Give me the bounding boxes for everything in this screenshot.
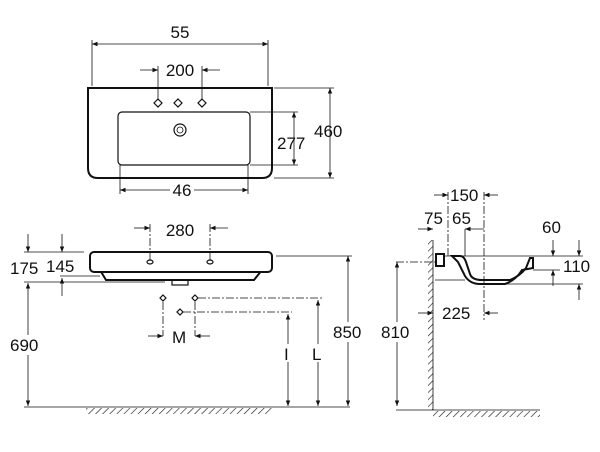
dim-810: 810	[381, 323, 409, 342]
dim-65: 65	[452, 209, 471, 228]
dim-width: 55	[171, 23, 190, 42]
dim-hole-spacing: 280	[166, 221, 194, 240]
dim-75: 75	[424, 209, 443, 228]
dim-bowl-depth: 277	[277, 134, 305, 153]
dim-850: 850	[333, 323, 361, 342]
basin-profile	[449, 255, 534, 285]
dim-110: 110	[563, 257, 590, 276]
drain-icon	[173, 123, 187, 137]
top-view: 55 200 277 460 46	[87, 23, 342, 200]
dim-150: 150	[450, 186, 478, 205]
floor-hatch	[86, 408, 272, 414]
dim-depth: 460	[314, 122, 342, 141]
dim-60: 60	[542, 218, 561, 237]
dim-l-upper: L	[312, 345, 321, 364]
dim-145: 145	[46, 257, 74, 276]
dim-bowl-width: 46	[173, 181, 192, 200]
basin-outline-front	[89, 251, 273, 273]
side-view: 810 150 75 65 225 60 110	[380, 186, 590, 417]
dim-tap-spacing: 200	[166, 61, 194, 80]
wall-hatch	[428, 240, 433, 410]
pipe-points	[159, 294, 199, 316]
dim-i: I	[284, 345, 289, 364]
dim-225: 225	[442, 304, 470, 323]
bowl-outline-top	[117, 111, 251, 166]
floor-hatch-side	[433, 411, 540, 417]
tap-holes	[153, 98, 207, 108]
front-view: 280 175 145 690 850 M L I	[8, 221, 368, 414]
wall-bracket	[435, 253, 445, 267]
dim-690: 690	[10, 336, 38, 355]
dim-175: 175	[10, 259, 38, 278]
dim-m: M	[172, 328, 186, 347]
